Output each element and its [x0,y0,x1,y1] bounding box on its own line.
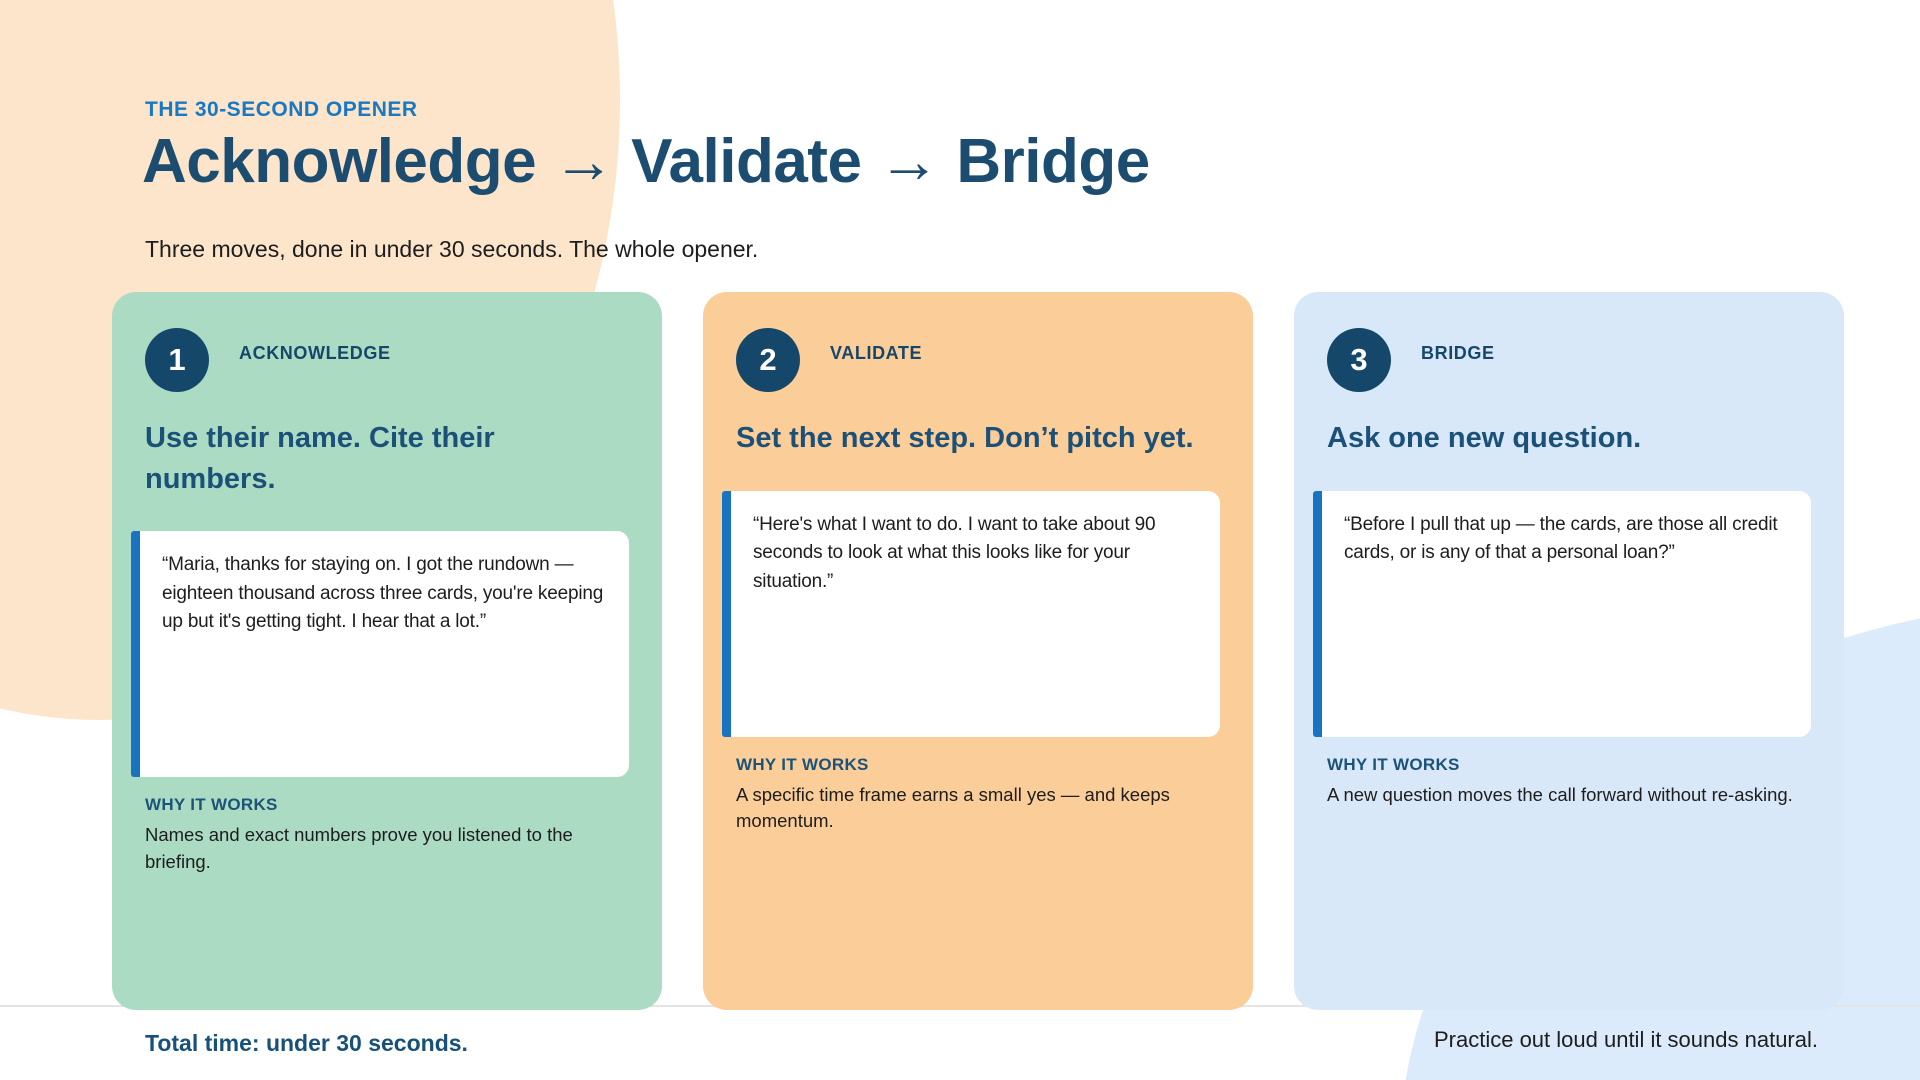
step-number-badge: 3 [1327,328,1391,392]
step-number-badge: 2 [736,328,800,392]
why-it-works-section: WHY IT WORKS A specific time frame earns… [736,755,1220,836]
card-header: 3 BRIDGE [1327,328,1811,392]
practice-note: Practice out loud until it sounds natura… [1433,1027,1818,1052]
step-label: BRIDGE [1421,343,1495,363]
card-header: 1 ACKNOWLEDGE [145,328,629,392]
step-label: VALIDATE [830,343,923,363]
why-it-works-label: WHY IT WORKS [736,754,869,774]
why-it-works-text: Names and exact numbers prove you listen… [145,824,573,872]
total-time-note: Total time: under 30 seconds. [145,1030,468,1056]
step-card-bridge: 3 BRIDGE Ask one new question. “Before I… [1294,292,1844,1010]
page-title: Acknowledge → Validate → Bridge [142,127,1150,196]
step-heading: Set the next step. Don’t pitch yet. [736,422,1194,454]
script-quote-box: “Here's what I want to do. I want to tak… [722,490,1220,737]
step-heading: Ask one new question. [1327,422,1642,454]
script-quote-box: “Maria, thanks for staying on. I got the… [131,531,629,778]
step-label: ACKNOWLEDGE [239,343,391,363]
why-it-works-label: WHY IT WORKS [1327,754,1460,774]
why-it-works-text: A new question moves the call forward wi… [1327,783,1793,805]
step-number-badge: 1 [145,328,209,392]
why-it-works-text: A specific time frame earns a small yes … [736,783,1170,832]
card-header: 2 VALIDATE [736,328,1220,392]
step-heading: Use their name. Cite their numbers. [145,422,495,495]
why-it-works-label: WHY IT WORKS [145,795,278,815]
step-card-validate: 2 VALIDATE Set the next step. Don’t pitc… [703,292,1253,1010]
step-card-acknowledge: 1 ACKNOWLEDGE Use their name. Cite their… [112,292,662,1010]
why-it-works-section: WHY IT WORKS A new question moves the ca… [1327,755,1811,809]
page-subtitle: Three moves, done in under 30 seconds. T… [145,236,759,262]
why-it-works-section: WHY IT WORKS Names and exact numbers pro… [145,795,629,876]
eyebrow-label: THE 30-SECOND OPENER [145,98,418,121]
script-quote-box: “Before I pull that up — the cards, are … [1313,490,1811,737]
